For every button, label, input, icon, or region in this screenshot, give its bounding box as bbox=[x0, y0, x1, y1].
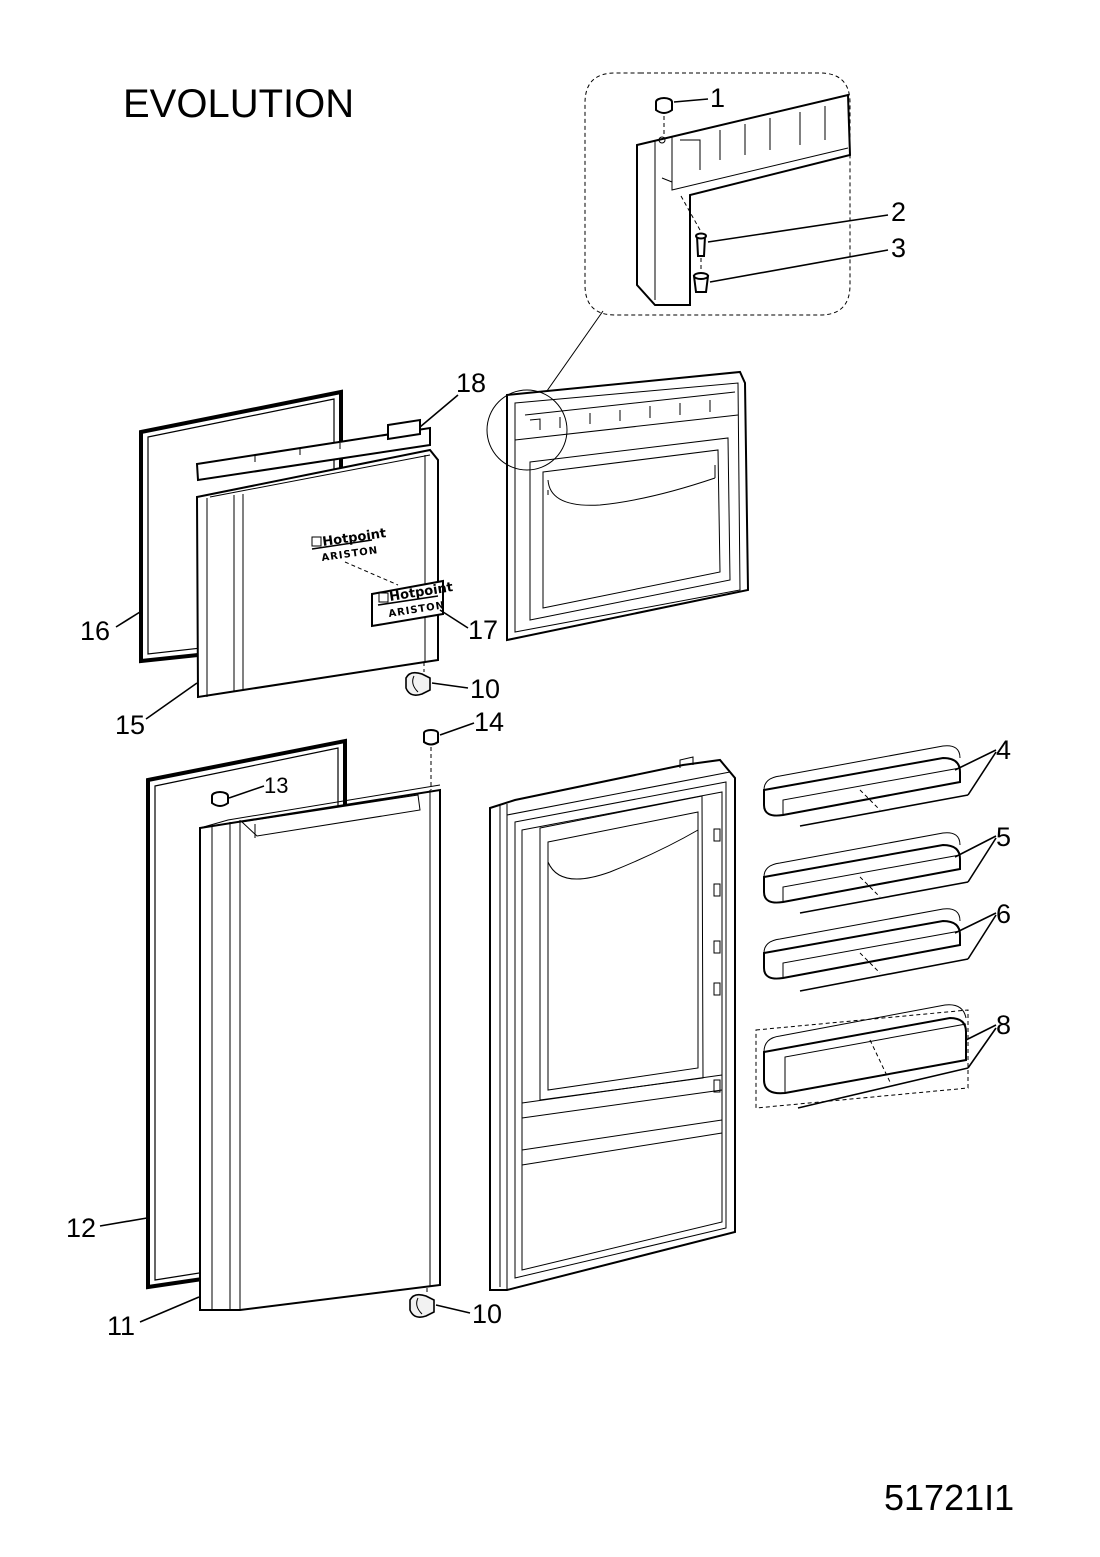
callout-1: 1 bbox=[710, 83, 725, 113]
callout-12: 12 bbox=[66, 1213, 96, 1243]
callout-18: 18 bbox=[456, 368, 486, 398]
freezer-door-inner-liner bbox=[486, 370, 750, 642]
detail-inset bbox=[584, 72, 852, 316]
part-17-brand-label: Hotpoint ARISTON bbox=[371, 579, 454, 628]
callout-6: 6 bbox=[996, 899, 1011, 929]
callout-15: 15 bbox=[115, 710, 145, 740]
part-3-bushing bbox=[692, 272, 710, 293]
callout-3: 3 bbox=[891, 233, 906, 263]
callout-14: 14 bbox=[474, 707, 504, 737]
callout-5: 5 bbox=[996, 822, 1011, 852]
callout-16: 16 bbox=[80, 616, 110, 646]
part-4-door-shelf bbox=[763, 745, 969, 827]
callout-11: 11 bbox=[107, 1311, 135, 1341]
callout-10-top: 10 bbox=[470, 674, 500, 704]
diagram-title: EVOLUTION bbox=[123, 82, 354, 126]
part-13-cap bbox=[211, 791, 229, 807]
part-18-trim-strip bbox=[195, 426, 431, 482]
callout-17: 17 bbox=[468, 615, 498, 645]
part-15-freezer-outer-door: Hotpoint ARISTON bbox=[195, 448, 439, 699]
part-1-hinge-cap bbox=[655, 97, 673, 114]
callout-2: 2 bbox=[891, 197, 906, 227]
part-2-hinge-pin bbox=[695, 232, 707, 257]
part-11-fridge-outer-door bbox=[199, 784, 441, 1311]
callout-13: 13 bbox=[264, 773, 288, 798]
part-10-lower-bushing bbox=[409, 1293, 435, 1318]
part-8-bottle-shelf bbox=[755, 1004, 969, 1109]
fridge-door-inner-liner bbox=[489, 756, 736, 1291]
callout-8: 8 bbox=[996, 1010, 1011, 1040]
part-5-door-shelf bbox=[763, 832, 969, 914]
callout-4: 4 bbox=[996, 735, 1011, 765]
part-10-upper-bushing bbox=[405, 671, 431, 696]
part-6-door-shelf bbox=[763, 908, 969, 992]
callout-10-bottom: 10 bbox=[472, 1299, 502, 1329]
drawing-code: 51721I1 bbox=[884, 1477, 1014, 1518]
part-14-hinge-pin bbox=[423, 729, 439, 746]
